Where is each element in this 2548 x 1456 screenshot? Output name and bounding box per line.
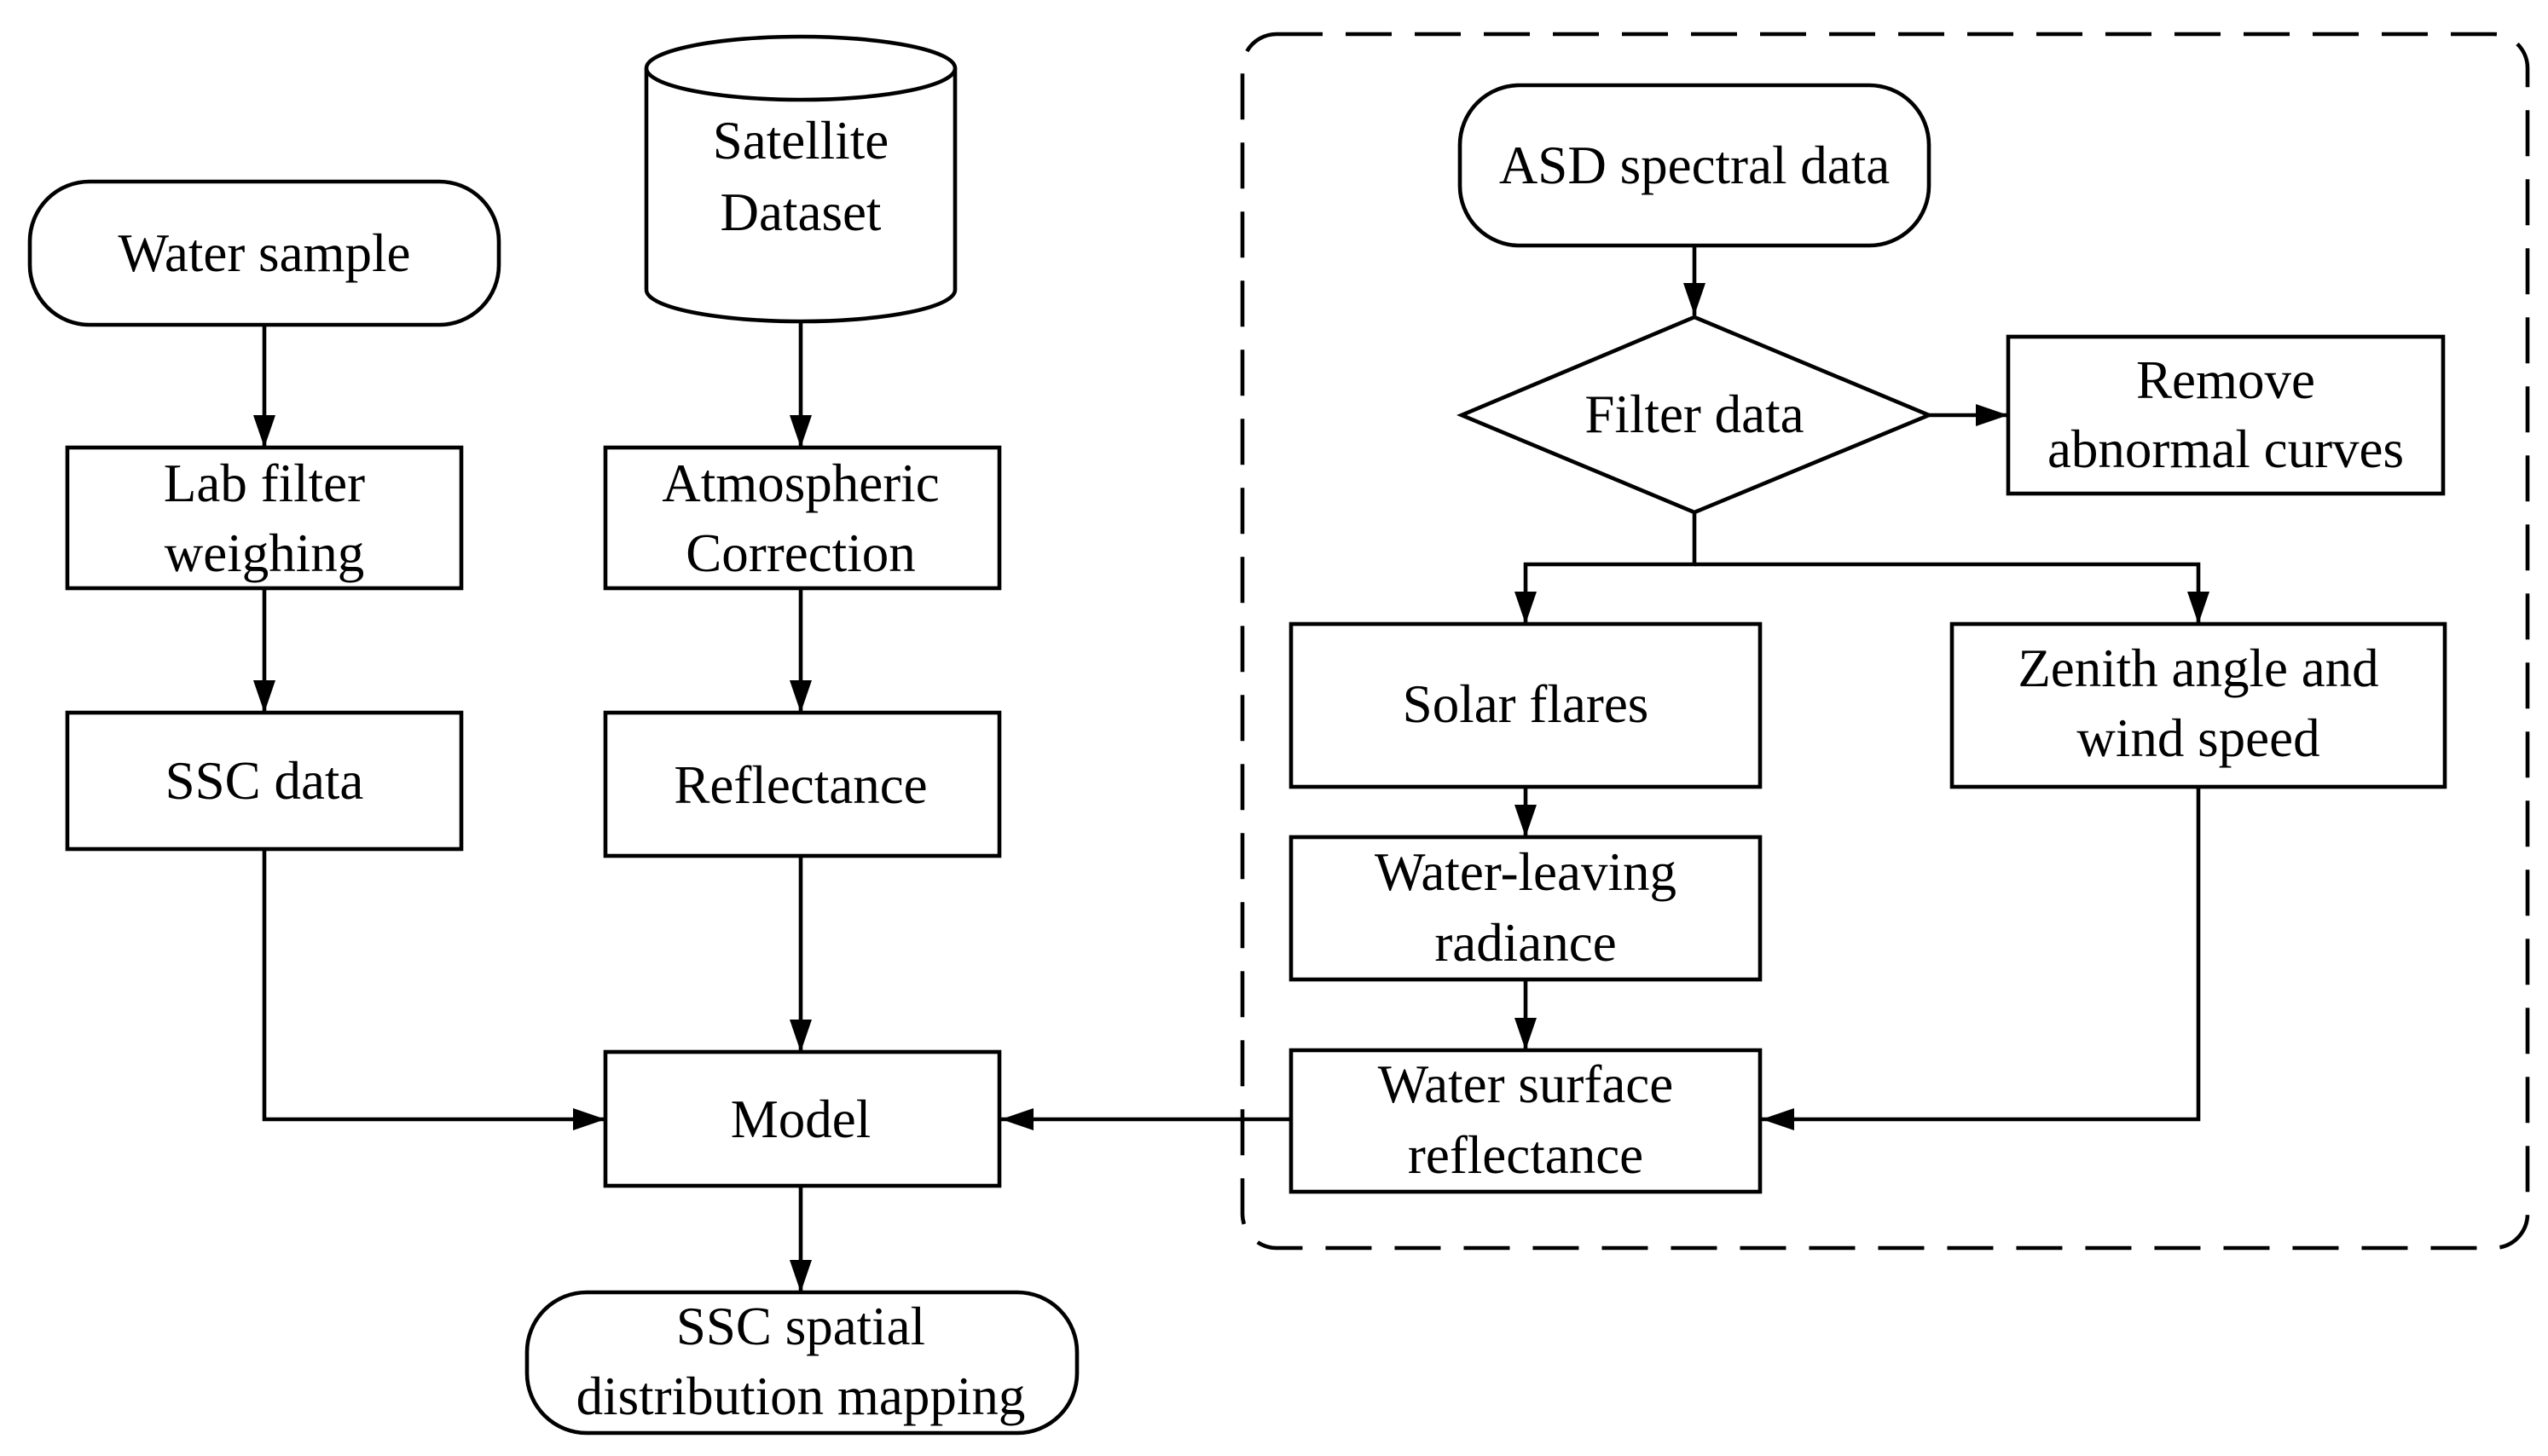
node-asd-spectral-data: ASD spectral data [1457, 83, 1931, 248]
zenith-label-line-2: wind speed [2076, 708, 2319, 768]
node-water-leaving-radiance: Water-leaving radiance [1288, 835, 1763, 982]
ssc-data-label: SSC data [165, 751, 364, 811]
reflectance-label: Reflectance [674, 755, 927, 815]
node-lab-filter-weighing: Lab filter weighing [65, 445, 464, 591]
water-sample-label: Water sample [118, 223, 410, 283]
edge-ssc-data-to-model [262, 850, 605, 1130]
lab-filter-label-line-1: Lab filter [164, 454, 365, 513]
model-label: Model [731, 1089, 871, 1149]
mapping-label-line-2: distribution mapping [576, 1366, 1026, 1426]
node-remove-abnormal-curves: Remove abnormal curves [2006, 334, 2446, 496]
node-zenith-angle-wind-speed: Zenith angle and wind speed [1949, 621, 2447, 789]
water-surface-label-line-1: Water surface [1378, 1054, 1673, 1114]
node-satellite-dataset: Satellite Dataset [644, 34, 958, 324]
mapping-label-line-1: SSC spatial [676, 1297, 925, 1356]
atmospheric-label-line-1: Atmospheric [662, 454, 939, 513]
node-filter-data: Filter data [1456, 315, 1934, 515]
spectral-processing-group [1240, 32, 2530, 1251]
node-atmospheric-correction: Atmospheric Correction [603, 445, 1002, 591]
node-water-sample: Water sample [27, 179, 501, 327]
remove-abnormal-label-line-2: abnormal curves [2047, 419, 2404, 479]
solar-flares-label: Solar flares [1403, 674, 1649, 734]
edge-filter-data-to-zenith [1694, 562, 2209, 624]
edge-filter-data-to-solar-flares [1514, 512, 1697, 624]
filter-data-label: Filter data [1584, 384, 1804, 444]
edge-zenith-to-water-surface [1762, 789, 2201, 1130]
remove-abnormal-label-line-1: Remove [2136, 350, 2315, 410]
atmospheric-label-line-2: Correction [686, 523, 915, 583]
node-solar-flares: Solar flares [1288, 621, 1763, 789]
water-surface-label-line-2: reflectance [1408, 1125, 1643, 1185]
node-ssc-data: SSC data [65, 710, 464, 852]
node-water-surface-reflectance: Water surface reflectance [1288, 1048, 1763, 1194]
lab-filter-label-line-2: weighing [165, 523, 364, 583]
satellite-label-line-2: Dataset [721, 182, 882, 242]
node-reflectance: Reflectance [603, 710, 1002, 858]
water-leaving-label-line-1: Water-leaving [1375, 842, 1676, 902]
node-ssc-spatial-mapping: SSC spatial distribution mapping [524, 1290, 1080, 1436]
water-leaving-label-line-2: radiance [1434, 913, 1616, 973]
node-model: Model [603, 1049, 1002, 1188]
zenith-label-line-1: Zenith angle and [2018, 638, 2378, 698]
satellite-label-line-1: Satellite [713, 111, 889, 170]
asd-label: ASD spectral data [1499, 136, 1890, 195]
